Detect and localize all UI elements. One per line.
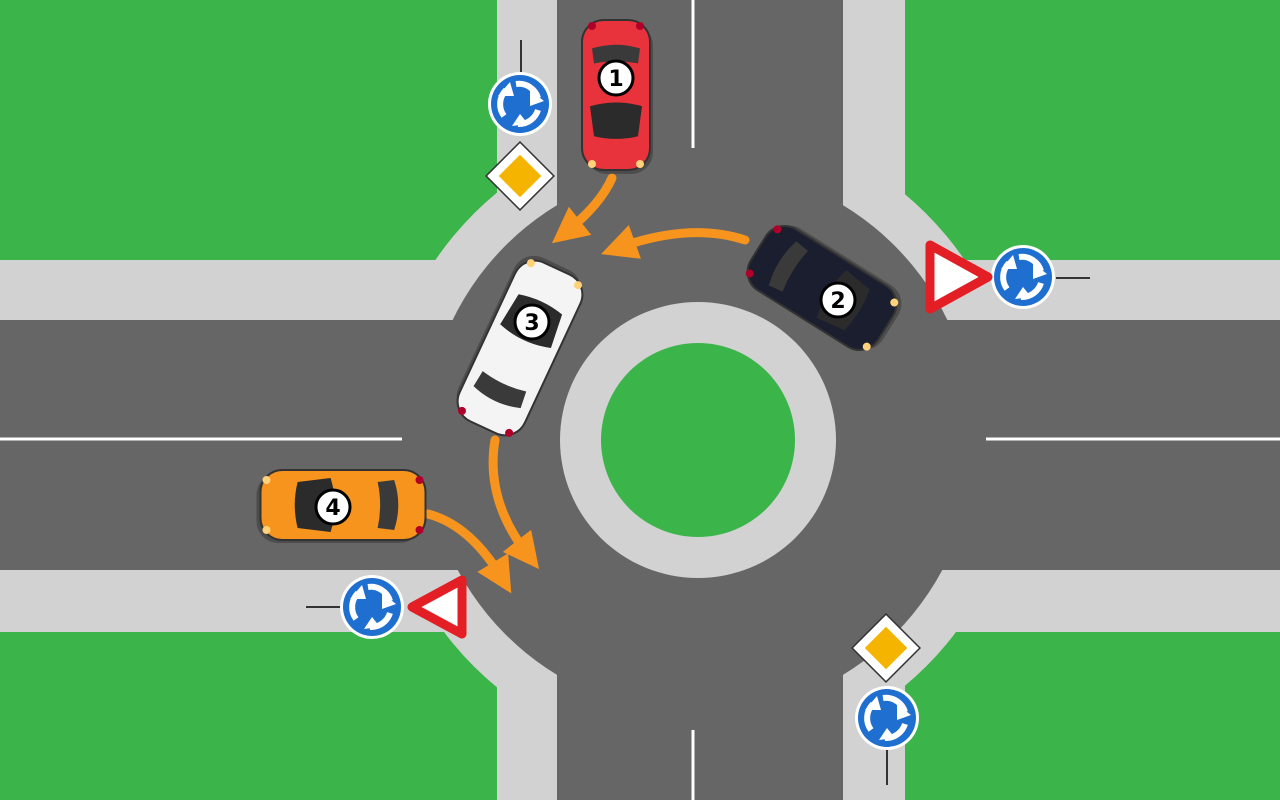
car-number-badge: 1	[597, 59, 635, 97]
signs	[306, 40, 1090, 785]
movement-arrows	[423, 173, 750, 594]
car-1	[581, 19, 653, 174]
roundabout-icon	[855, 686, 919, 750]
cars: 1 2 3 4	[256, 19, 902, 543]
car-number-label: 3	[524, 311, 539, 336]
island-grass	[601, 343, 795, 537]
car-number-label: 1	[608, 67, 623, 92]
yield-icon	[407, 575, 467, 639]
car-number-label: 4	[325, 496, 340, 521]
roundabout-icon	[488, 72, 552, 136]
car-number-badge: 3	[513, 303, 551, 341]
arrow-car-1	[551, 173, 617, 244]
car-number-label: 2	[830, 289, 845, 314]
car-number-badge: 4	[314, 488, 352, 526]
arrow-car-4	[423, 509, 512, 594]
yield-icon	[925, 240, 993, 314]
roundabout-icon	[991, 245, 1055, 309]
car-number-badge: 2	[819, 281, 857, 319]
car-3	[456, 255, 584, 437]
roundabout-icon	[340, 575, 404, 639]
arrow-car-3	[488, 435, 540, 570]
arrow-car-2	[601, 224, 750, 259]
